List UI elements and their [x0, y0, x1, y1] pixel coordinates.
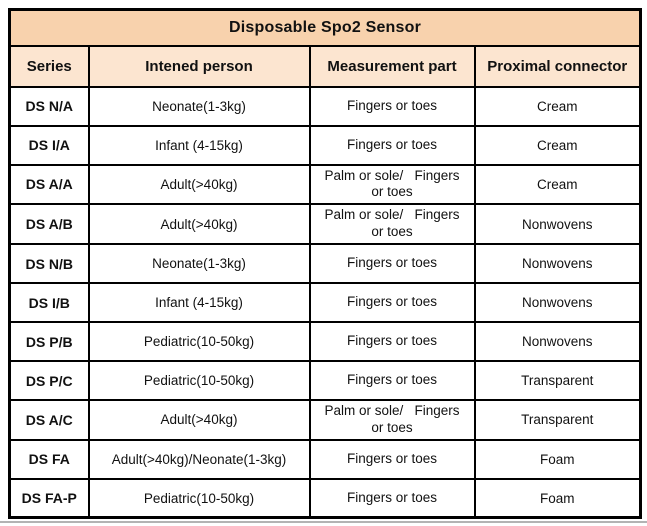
cell-series: DS I/A	[8, 124, 90, 166]
column-header-measurement-part: Measurement part	[308, 44, 476, 88]
table-row: DS N/A Neonate(1-3kg) Fingers or toes Cr…	[8, 85, 642, 127]
cell-intended-person: Adult(>40kg)	[87, 163, 311, 206]
cell-series: DS N/B	[8, 243, 90, 284]
cell-intended-person: Infant (4-15kg)	[87, 282, 311, 323]
cell-proximal-connector: Transparent	[473, 399, 642, 441]
table-row: DS I/B Infant (4-15kg) Fingers or toes N…	[8, 282, 642, 323]
table-row: DS P/C Pediatric(10-50kg) Fingers or toe…	[8, 360, 642, 401]
cell-series: DS FA	[8, 438, 90, 480]
spo2-sensor-spec-table: Disposable Spo2 Sensor Series Intened pe…	[8, 8, 643, 520]
table-row: DS P/B Pediatric(10-50kg) Fingers or toe…	[8, 321, 642, 362]
cell-series: DS P/C	[8, 360, 90, 401]
cell-series: DS N/A	[8, 85, 90, 127]
column-header-proximal-connector: Proximal connector	[473, 44, 642, 88]
table-row: DS A/A Adult(>40kg) Palm or sole/ Finger…	[8, 163, 642, 206]
cell-measurement-part: Fingers or toes	[308, 243, 476, 284]
cell-proximal-connector: Foam	[473, 477, 642, 519]
table-row: DS N/B Neonate(1-3kg) Fingers or toes No…	[8, 243, 642, 284]
cell-series: DS P/B	[8, 321, 90, 362]
cell-measurement-part: Palm or sole/ Fingers or toes	[308, 399, 476, 441]
cell-intended-person: Infant (4-15kg)	[87, 124, 311, 166]
bottom-divider	[0, 521, 647, 523]
cell-series: DS A/C	[8, 399, 90, 441]
cell-measurement-part: Fingers or toes	[308, 360, 476, 401]
cell-intended-person: Pediatric(10-50kg)	[87, 360, 311, 401]
table-row: DS FA Adult(>40kg)/Neonate(1-3kg) Finger…	[8, 438, 642, 480]
cell-proximal-connector: Transparent	[473, 360, 642, 401]
cell-measurement-part: Fingers or toes	[308, 282, 476, 323]
cell-proximal-connector: Foam	[473, 438, 642, 480]
table-row: DS A/C Adult(>40kg) Palm or sole/ Finger…	[8, 399, 642, 441]
cell-intended-person: Adult(>40kg)/Neonate(1-3kg)	[87, 438, 311, 480]
cell-intended-person: Neonate(1-3kg)	[87, 85, 311, 127]
cell-intended-person: Pediatric(10-50kg)	[87, 477, 311, 519]
cell-proximal-connector: Nonwovens	[473, 203, 642, 245]
cell-measurement-part: Fingers or toes	[308, 321, 476, 362]
cell-measurement-part: Palm or sole/ Fingers or toes	[308, 203, 476, 245]
table-title-row: Disposable Spo2 Sensor	[8, 8, 642, 47]
cell-series: DS A/A	[8, 163, 90, 206]
column-header-intended-person: Intened person	[87, 44, 311, 88]
table-row: DS FA-P Pediatric(10-50kg) Fingers or to…	[8, 477, 642, 519]
column-header-series: Series	[8, 44, 90, 88]
cell-intended-person: Neonate(1-3kg)	[87, 243, 311, 284]
cell-series: DS I/B	[8, 282, 90, 323]
cell-measurement-part: Palm or sole/ Fingers or toes	[308, 163, 476, 206]
cell-proximal-connector: Cream	[473, 85, 642, 127]
cell-proximal-connector: Nonwovens	[473, 282, 642, 323]
cell-measurement-part: Fingers or toes	[308, 124, 476, 166]
cell-intended-person: Pediatric(10-50kg)	[87, 321, 311, 362]
cell-intended-person: Adult(>40kg)	[87, 399, 311, 441]
cell-series: DS FA-P	[8, 477, 90, 519]
cell-measurement-part: Fingers or toes	[308, 438, 476, 480]
cell-measurement-part: Fingers or toes	[308, 85, 476, 127]
cell-proximal-connector: Cream	[473, 124, 642, 166]
cell-proximal-connector: Cream	[473, 163, 642, 206]
table-row: DS I/A Infant (4-15kg) Fingers or toes C…	[8, 124, 642, 166]
table-title: Disposable Spo2 Sensor	[8, 8, 642, 47]
cell-proximal-connector: Nonwovens	[473, 321, 642, 362]
table-row: DS A/B Adult(>40kg) Palm or sole/ Finger…	[8, 203, 642, 245]
cell-intended-person: Adult(>40kg)	[87, 203, 311, 245]
cell-series: DS A/B	[8, 203, 90, 245]
cell-measurement-part: Fingers or toes	[308, 477, 476, 519]
table-header-row: Series Intened person Measurement part P…	[8, 44, 642, 88]
cell-proximal-connector: Nonwovens	[473, 243, 642, 284]
